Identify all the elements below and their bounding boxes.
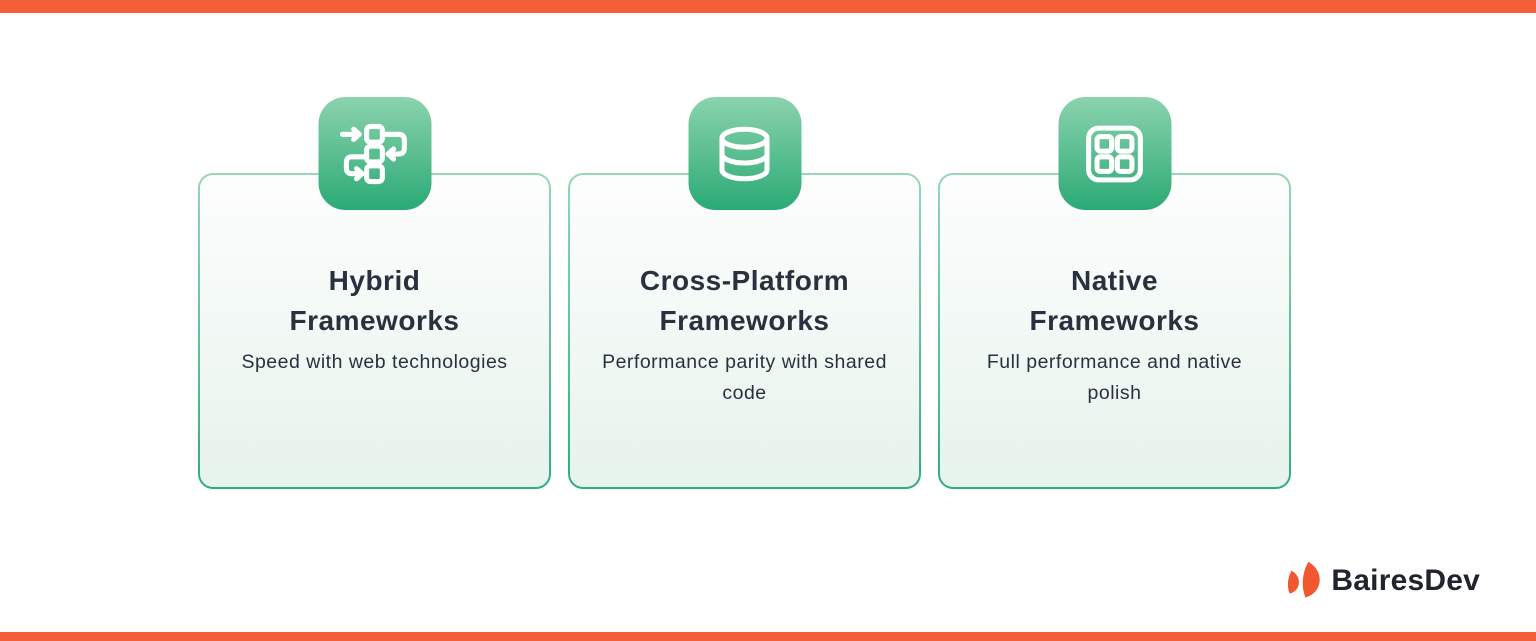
card-subtitle: Performance parity with shared code — [602, 351, 887, 404]
bairesdev-mark-icon — [1288, 561, 1321, 598]
brand-logo: BairesDev — [1283, 561, 1480, 601]
brand-name: BairesDev — [1331, 564, 1480, 597]
card-subtitle: Full performance and native polish — [986, 351, 1243, 404]
card-title: Native Frameworks — [1029, 265, 1200, 336]
card-title: Cross-Platform Frameworks — [639, 265, 850, 336]
grid-icon — [1058, 97, 1171, 210]
card-hybrid-frameworks: Hybrid Frameworks Speed with web technol… — [198, 97, 551, 489]
top-accent-bar — [0, 0, 1536, 13]
card-subtitle: Speed with web technologies — [241, 351, 508, 373]
card-cross-platform-frameworks: Cross-Platform Frameworks Performance pa… — [568, 97, 921, 489]
database-icon — [688, 97, 801, 210]
bottom-accent-bar — [0, 632, 1536, 641]
card-title: Hybrid Frameworks — [289, 265, 460, 336]
card-body: Hybrid Frameworks Speed with web technol… — [200, 175, 549, 487]
framework-cards: Hybrid Frameworks Speed with web technol… — [198, 97, 1291, 489]
card-body: Cross-Platform Frameworks Performance pa… — [570, 175, 919, 487]
card-body: Native Frameworks Full performance and n… — [940, 175, 1289, 487]
card-native-frameworks: Native Frameworks Full performance and n… — [938, 97, 1291, 489]
flowchart-icon — [318, 97, 431, 210]
